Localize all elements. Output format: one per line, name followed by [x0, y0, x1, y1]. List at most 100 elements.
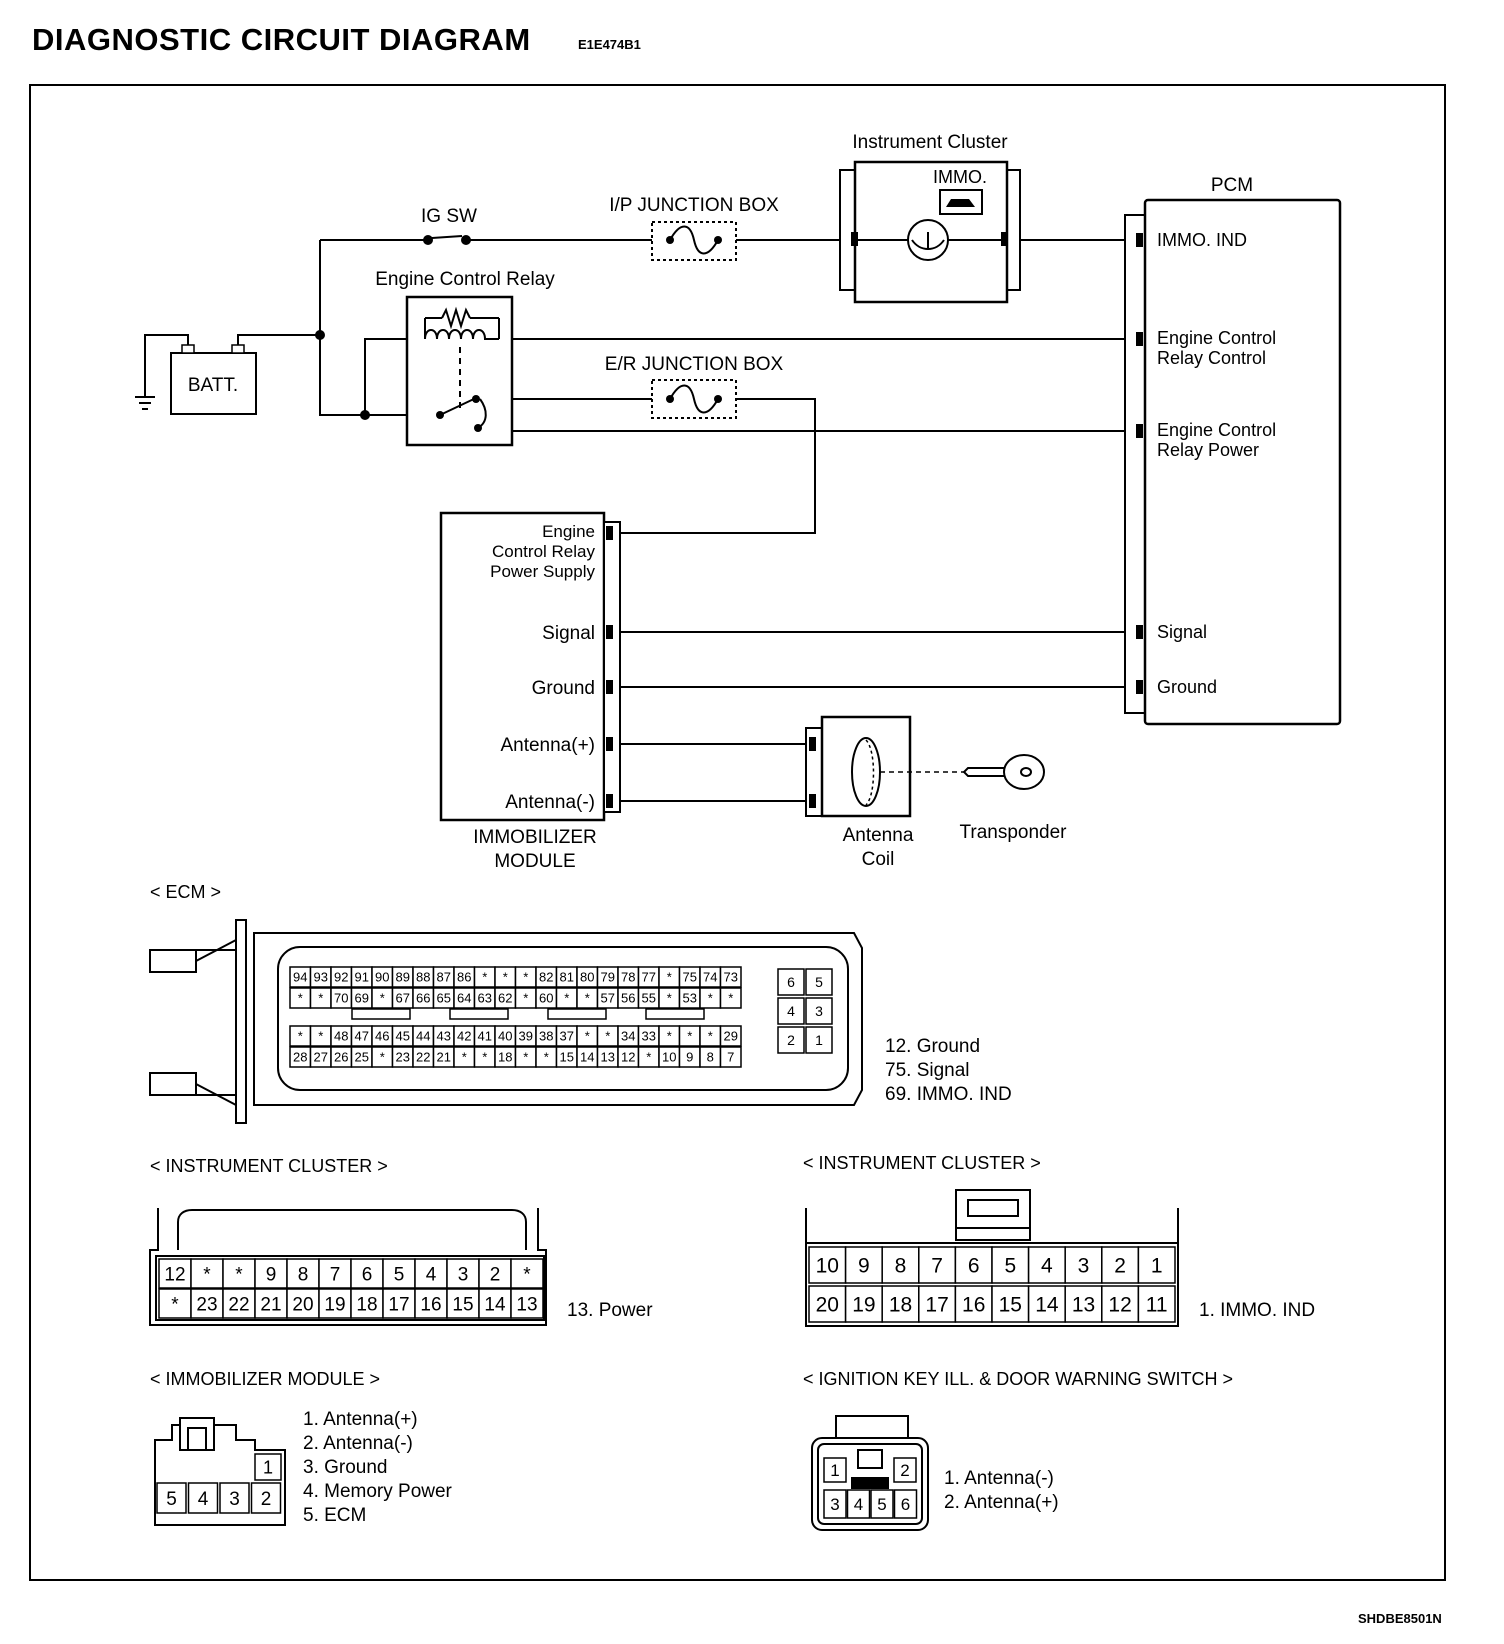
cluster-right-legend: 1. IMMO. IND — [1199, 1300, 1315, 1321]
ecm-key-slot — [645, 1008, 705, 1020]
ecm-pin: 38 — [539, 1029, 553, 1044]
ecm-pin: 89 — [396, 970, 410, 985]
immo-signal: Signal — [542, 623, 595, 644]
ecm-pin: 94 — [293, 970, 307, 985]
ecm-pin: * — [667, 991, 672, 1006]
ecm-pin: 41 — [478, 1029, 492, 1044]
ecm-side-pin: 1 — [815, 1032, 823, 1048]
cluster-right-pin: 14 — [1035, 1294, 1059, 1317]
ecm-side-pin: 4 — [787, 1003, 795, 1019]
cluster-right-pin: 8 — [895, 1255, 907, 1278]
key-switch-pin: 1 — [830, 1461, 839, 1480]
ecm-pin: 67 — [396, 991, 410, 1006]
ecm-legend-immo: 69. IMMO. IND — [885, 1084, 1012, 1105]
cluster-left-pin: 20 — [292, 1294, 313, 1315]
key-switch-pin-cell — [870, 1489, 894, 1519]
ecm-pin: * — [585, 1029, 590, 1044]
cluster-right-pin: 16 — [962, 1294, 985, 1317]
ecm-pin: 90 — [375, 970, 389, 985]
cluster-left-title: < INSTRUMENT CLUSTER > — [150, 1156, 388, 1176]
ecm-side-pin-cell — [777, 1026, 805, 1054]
pcm-ecr-power-1: Engine Control — [1157, 420, 1276, 440]
ecm-pin: * — [564, 991, 569, 1006]
cluster-right-pin: 2 — [1114, 1255, 1126, 1278]
ecm-pin: 40 — [498, 1029, 512, 1044]
ecm-pin: 43 — [437, 1029, 451, 1044]
pcm-ecr-control-2: Relay Control — [1157, 348, 1266, 368]
immo-indicator-label: IMMO. — [933, 167, 987, 187]
cluster-left-pin-cell — [158, 1288, 192, 1319]
key-switch-legend-2: 2. Antenna(+) — [944, 1492, 1059, 1513]
cluster-left-pin-cell — [222, 1258, 256, 1289]
ecm-pin: 15 — [560, 1050, 574, 1065]
cluster-left-pin-cell — [350, 1258, 384, 1289]
ecm-pin: 55 — [642, 991, 656, 1006]
immo-ground: Ground — [532, 678, 595, 699]
figure-id: SHDBE8501N — [1358, 1611, 1442, 1626]
ecm-pin-cell — [719, 987, 742, 1009]
battery-label: BATT. — [188, 375, 238, 396]
ecm-pin: 64 — [457, 991, 471, 1006]
cluster-right-pin-cell — [808, 1246, 847, 1284]
cluster-left-pin: * — [235, 1264, 243, 1285]
key-switch-pin: 2 — [900, 1461, 909, 1480]
ecm-pin: 63 — [478, 991, 492, 1006]
ecm-side-pin-cell — [805, 1026, 833, 1054]
ecm-pin-cell — [719, 966, 742, 988]
cluster-left-pin-cell — [414, 1288, 448, 1319]
cluster-left-pin: 7 — [330, 1264, 341, 1285]
ecm-key-slot — [351, 1008, 411, 1020]
cluster-left-pin-cell — [478, 1258, 512, 1289]
ecm-side-pin: 3 — [815, 1003, 823, 1019]
cluster-right-pin-cell — [808, 1285, 847, 1323]
cluster-right-pin: 18 — [889, 1294, 912, 1317]
ecm-pin: 47 — [355, 1029, 369, 1044]
ecm-pin: 73 — [724, 970, 738, 985]
ecm-pin: 57 — [601, 991, 615, 1006]
ecm-pin: 70 — [334, 991, 348, 1006]
page-title: DIAGNOSTIC CIRCUIT DIAGRAM — [32, 22, 531, 57]
ig-switch-blade — [431, 235, 463, 239]
er-junction-box-label: E/R JUNCTION BOX — [605, 354, 784, 375]
immo-conn-legend-2: 2. Antenna(-) — [303, 1433, 413, 1454]
immo-conn-pin: 3 — [229, 1489, 240, 1510]
cluster-right-pin-cell — [844, 1285, 883, 1323]
ecm-pin: 77 — [642, 970, 656, 985]
cluster-left-pin-cell — [286, 1258, 320, 1289]
cluster-right-pin: 15 — [999, 1294, 1022, 1317]
ip-junction-box-label: I/P JUNCTION BOX — [609, 195, 779, 216]
ecm-pin: 44 — [416, 1029, 430, 1044]
ecm-pin: 22 — [416, 1050, 430, 1065]
ecm-pin: 26 — [334, 1050, 348, 1065]
cluster-left-pin: 16 — [420, 1294, 441, 1315]
immo-title-1: IMMOBILIZER — [473, 827, 597, 848]
cluster-right-pin-cell — [1064, 1285, 1103, 1323]
cluster-right-pin-cell — [954, 1246, 993, 1284]
ecm-pin: 74 — [703, 970, 717, 985]
ecm-pin: 34 — [621, 1029, 635, 1044]
ecm-pin: 53 — [683, 991, 697, 1006]
ecm-pin: * — [523, 1050, 528, 1065]
ecm-pin: 65 — [437, 991, 451, 1006]
ecm-pin: * — [380, 991, 385, 1006]
cluster-left-pin: 17 — [388, 1294, 409, 1315]
key-switch-pin-cell — [823, 1489, 847, 1519]
immo-ecr-supply-1: Engine — [542, 522, 595, 541]
ecm-pin: * — [318, 1029, 323, 1044]
ecm-pin: * — [482, 970, 487, 985]
immo-conn-legend-4: 4. Memory Power — [303, 1481, 453, 1502]
ecm-pin: 80 — [580, 970, 594, 985]
cluster-left-pin: 5 — [394, 1264, 405, 1285]
immo-conn-legend-5: 5. ECM — [303, 1505, 366, 1526]
immo-conn-pin-cell — [219, 1482, 250, 1514]
cluster-left-pin-cell — [286, 1288, 320, 1319]
cluster-right-pin-cell — [844, 1246, 883, 1284]
ecm-pin: 87 — [437, 970, 451, 985]
ecm-pin: 21 — [437, 1050, 451, 1065]
ecm-pin: * — [687, 1029, 692, 1044]
cluster-left-pin-cell — [350, 1288, 384, 1319]
ecm-pin: * — [605, 1029, 610, 1044]
cluster-right-pin-cell — [1027, 1246, 1066, 1284]
cluster-left-pin-cell — [318, 1288, 352, 1319]
